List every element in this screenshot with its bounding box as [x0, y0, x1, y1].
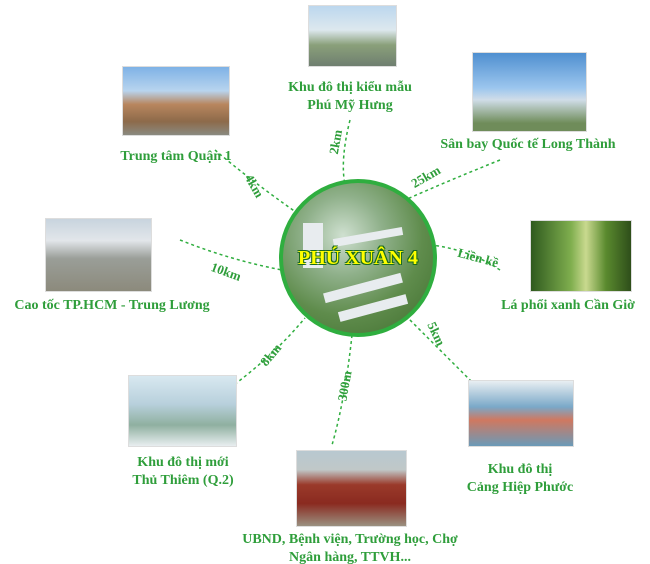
line-ubnd [331, 334, 353, 446]
photo-thu-thiem [128, 375, 237, 447]
label-line: Trung tâm Quận 1 [120, 149, 232, 164]
center-project-image: PHÚ XUÂN 4 [279, 179, 437, 337]
line-quan-1 [214, 149, 301, 216]
label-line: Ngân hàng, TTVH... [289, 550, 411, 564]
label-can-gio: Lá phổi xanh Cần Giờ [501, 297, 635, 315]
project-title: PHÚ XUÂN 4 [298, 247, 418, 269]
line-long-thanh [404, 159, 501, 201]
label-line: Khu đô thị [487, 462, 553, 477]
label-quan-1: Trung tâm Quận 1 [120, 148, 231, 166]
label-long-thanh: Sân bay Quốc tế Long Thành [440, 136, 615, 154]
label-line: Khu đô thị kiểu mẫu [288, 80, 412, 95]
line-can-gio [431, 244, 501, 271]
label-line: Khu đô thị mới [137, 455, 229, 470]
label-line: Phú Mỹ Hưng [307, 98, 393, 113]
label-line: Cảng Hiệp Phước [466, 480, 574, 495]
photo-phu-my-hung [308, 5, 397, 67]
photo-cao-toc [45, 218, 152, 292]
photo-quan-1 [122, 66, 230, 136]
photo-ubnd [296, 450, 407, 527]
label-cao-toc: Cao tốc TP.HCM - Trung Lương [14, 297, 209, 315]
photo-can-gio [530, 220, 632, 292]
label-line: Sân bay Quốc tế Long Thành [440, 137, 616, 152]
label-line: UBND, Bệnh viện, Trường học, Chợ [242, 532, 458, 547]
line-hiep-phuoc [404, 314, 481, 391]
photo-long-thanh [472, 52, 587, 132]
label-line: Lá phổi xanh Cần Giờ [501, 298, 635, 313]
label-line: Thủ Thiêm (Q.2) [132, 473, 234, 488]
photo-hiep-phuoc [468, 380, 574, 447]
label-line: Cao tốc TP.HCM - Trung Lương [14, 298, 210, 313]
